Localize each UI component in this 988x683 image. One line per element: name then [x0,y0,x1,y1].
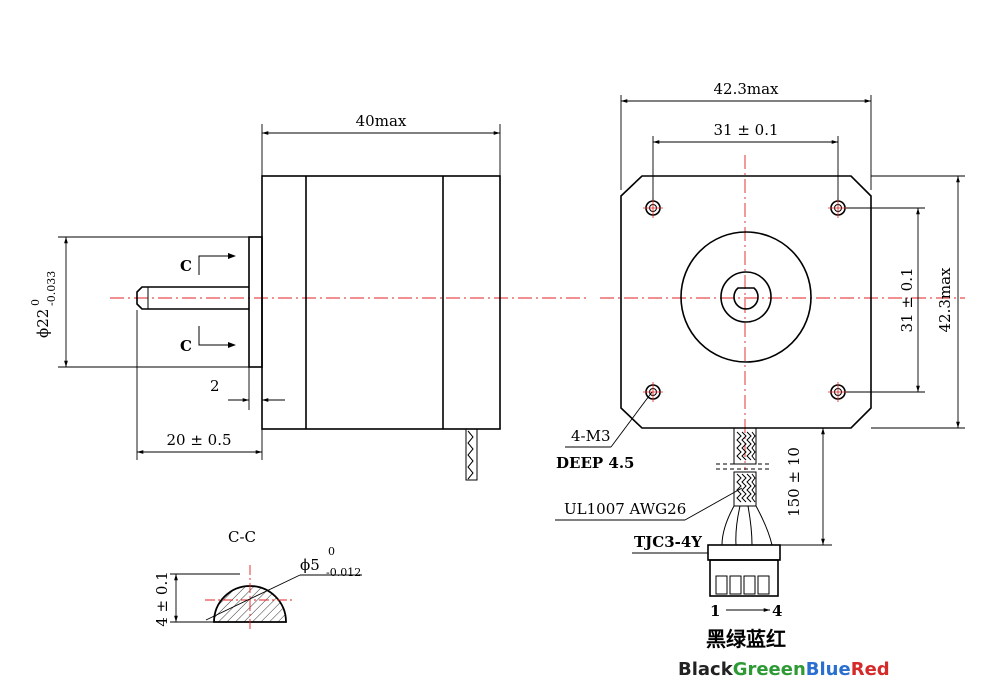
section-dia-leader [205,574,301,621]
section-mark-top: C [180,257,192,275]
legend-blue: Blue [806,659,851,680]
legend-black: Black [678,659,734,680]
shaft [136,286,249,310]
shaft-dia-tol-upper: 0 [29,299,42,306]
legend-red: Red [851,659,890,680]
legend-green: Greeen [733,659,806,680]
connector [707,544,781,597]
mounting-holes [643,198,848,402]
flat-label: 4 ± 0.1 [153,571,171,627]
section-title: C-C [228,528,256,546]
front-boss-circle [680,231,812,363]
section-dia-tol-lower: -0.012 [326,566,361,579]
connector-label: TJC3-4Y [634,533,702,551]
shaft-dia-label: ϕ22 [34,309,52,338]
pin-start: 1 [710,602,720,620]
cable-length-label: 150 ± 10 [785,447,803,517]
hole-spacing-h-label: 31 ± 0.1 [713,121,778,139]
shaft-dia-text: ϕ22 0 -0.033 [29,271,58,338]
front-boss [248,236,263,368]
cable-leader [684,487,743,521]
width-label: 42.3max [713,80,779,98]
shaft-length-label: 20 ± 0.5 [166,431,231,449]
depth-label: DEEP 4.5 [556,454,634,472]
height-label: 42.3max [936,267,954,333]
section-dia-tol-upper: 0 [328,545,335,558]
section-arrow-bottom [198,326,228,346]
boss-height-label: 2 [210,377,220,395]
front-view: 42.3max 31 ± 0.1 31 ± 0.1 42.3max 4-M3 D… [555,80,965,651]
shaft-outer-circle [720,271,772,323]
holes-label: 4-M3 [571,427,611,445]
motor-body [261,175,501,430]
section-arrow-top [198,255,228,275]
pin-end: 4 [772,602,782,620]
side-cable-twist [467,430,474,480]
front-flange [620,175,872,429]
section-view: C-C 4 ± 0.1 ϕ5 0 -0.012 [153,528,362,632]
length-label: 40max [356,112,407,130]
cable-label: UL1007 AWG26 [564,500,686,518]
side-view: 40max ϕ22 0 -0.033 C C 2 20 ± 0.5 [29,112,590,481]
section-mark-bottom: C [180,337,192,355]
holes-leader [610,391,653,448]
hole-spacing-v-label: 31 ± 0.1 [898,267,916,332]
wire-color-legend: BlackGreeenBlueRed [678,659,890,680]
shaft-dia-tol-lower: -0.033 [45,271,58,306]
side-cable [465,428,478,481]
section-dia-label: ϕ5 [300,556,320,574]
cable-bundle [716,427,773,546]
wire-colors-cn: 黑绿蓝红 [706,627,786,651]
shaft-d-profile [733,287,759,310]
